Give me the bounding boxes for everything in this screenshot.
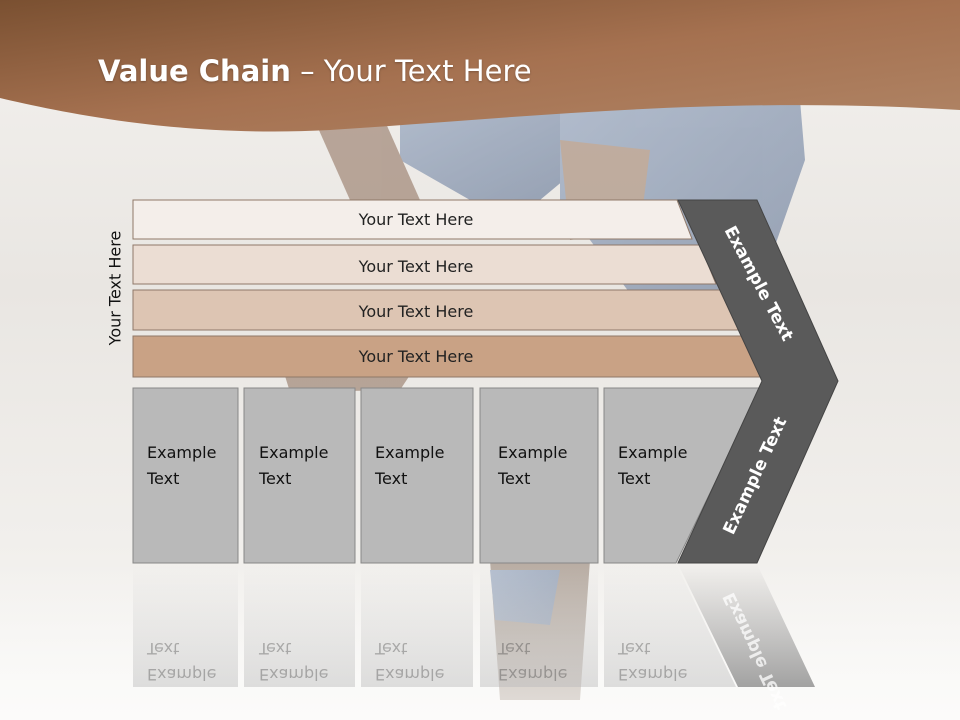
primary-box: Example Text	[360, 387, 474, 564]
support-row: Your Text Here	[132, 289, 740, 331]
title-rest: – Your Text Here	[290, 54, 532, 88]
reflection-box	[133, 564, 238, 687]
support-activities: Your Text Here Your Text Here Your Text …	[132, 199, 764, 378]
primary-box-line2: Text	[374, 469, 407, 488]
reflection-text: Example	[147, 665, 216, 684]
support-row-label: Your Text Here	[358, 210, 474, 229]
reflection-text: Example	[498, 665, 567, 684]
support-row-shape	[132, 244, 717, 285]
reflection-box	[480, 564, 598, 687]
header-band	[0, 0, 960, 132]
primary-box: Example Text	[479, 387, 599, 564]
support-row-shape	[132, 199, 693, 240]
support-row-label: Your Text Here	[358, 347, 474, 366]
support-row: Your Text Here	[132, 244, 717, 285]
reflection-box	[361, 564, 473, 687]
reflection-box	[244, 564, 355, 687]
primary-box-line1: Example	[498, 443, 567, 462]
reflection-text: Example	[618, 665, 687, 684]
reflection-text: Text	[497, 639, 530, 658]
reflection-box	[604, 564, 736, 687]
reflection-text: Text	[146, 639, 179, 658]
primary-box-line1: Example	[618, 443, 687, 462]
primary-box-shape	[132, 387, 239, 564]
support-row: Your Text Here	[132, 335, 764, 378]
primary-box-line2: Text	[146, 469, 179, 488]
primary-box-shape	[479, 387, 599, 564]
reflection-text: Example	[375, 665, 444, 684]
primary-box-line1: Example	[375, 443, 444, 462]
support-row-label: Your Text Here	[358, 302, 474, 321]
primary-box-line2: Text	[617, 469, 650, 488]
reflection-text: Example	[259, 665, 328, 684]
primary-box-line1: Example	[259, 443, 328, 462]
primary-activities: Example Text Example Text Example Text E…	[132, 387, 762, 564]
chevron-shape	[677, 199, 839, 564]
title-bold: Value Chain	[98, 54, 291, 88]
slide-title: Value Chain – Your Text Here	[98, 54, 532, 88]
primary-box: Example Text	[132, 387, 239, 564]
primary-box: Example Text	[603, 387, 762, 564]
reflection-chevron	[678, 564, 815, 687]
primary-box: Example Text	[243, 387, 356, 564]
primary-box-line2: Text	[258, 469, 291, 488]
support-row: Your Text Here	[132, 199, 693, 240]
primary-box-shape	[243, 387, 356, 564]
primary-box-shape	[360, 387, 474, 564]
primary-box-line1: Example	[147, 443, 216, 462]
support-row-label: Your Text Here	[358, 257, 474, 276]
primary-box-shape	[603, 387, 762, 564]
primary-box-line2: Text	[497, 469, 530, 488]
reflection-text: Text	[617, 639, 650, 658]
reflection-text: Text	[374, 639, 407, 658]
diagram-reflection: Example Text Example Text Example Text E…	[133, 564, 815, 713]
reflection-text: Text	[258, 639, 291, 658]
